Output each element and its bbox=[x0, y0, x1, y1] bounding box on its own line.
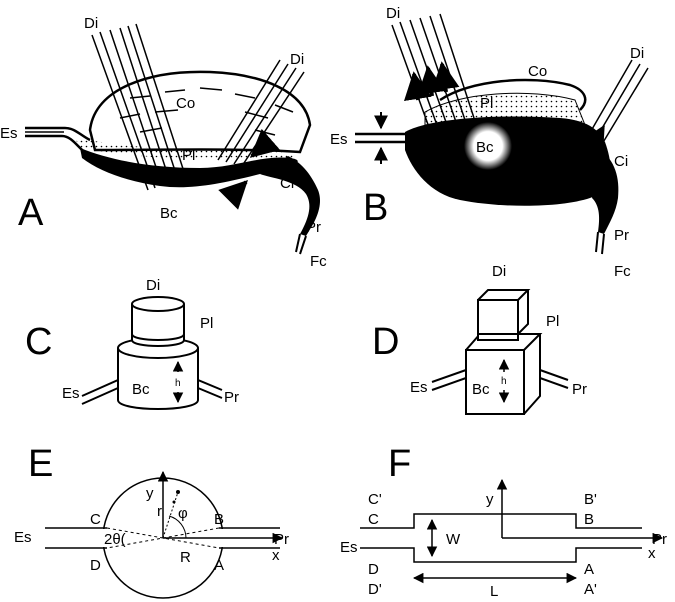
label-B-f: B bbox=[584, 511, 594, 528]
label-B-prime-f: B' bbox=[584, 491, 597, 508]
panel-a-letter: A bbox=[18, 192, 44, 234]
arrow-a-1 bbox=[249, 128, 281, 158]
di-cylinder-c bbox=[131, 304, 185, 341]
channel-e-right bbox=[219, 527, 280, 549]
label-pr-e: Pr bbox=[274, 531, 289, 548]
channel-e-left bbox=[45, 527, 107, 549]
panel-c: C Di Pl Es Bc Pr h bbox=[25, 277, 239, 410]
label-fc-a: Fc bbox=[310, 253, 327, 270]
r-vector-e bbox=[162, 491, 179, 539]
label-phi-e: φ bbox=[178, 505, 188, 522]
label-C-e: C bbox=[90, 511, 101, 528]
bc-glow-b bbox=[464, 122, 512, 170]
panel-f: F Es Pr x y W L C' C D D' B' B A A' bbox=[340, 443, 667, 600]
label-bc-c: Bc bbox=[132, 381, 150, 398]
phi-arc-e bbox=[168, 515, 187, 539]
panel-e: E Es Pr x y r φ 2θ( R A B C D bbox=[14, 443, 289, 599]
ci-duct-b bbox=[592, 150, 619, 234]
label-pr-d: Pr bbox=[572, 381, 587, 398]
label-ci-b: Ci bbox=[614, 153, 628, 170]
label-pr-a: Pr bbox=[306, 219, 321, 236]
label-L-f: L bbox=[490, 583, 498, 600]
label-pl-c: Pl bbox=[200, 315, 213, 332]
label-h-c: h bbox=[175, 378, 181, 389]
label-di-b-1: Di bbox=[386, 5, 400, 22]
label-D-prime-f: D' bbox=[368, 581, 382, 598]
label-pl-b: Pl bbox=[480, 95, 493, 112]
panel-b-letter: B bbox=[363, 187, 388, 229]
label-es-e: Es bbox=[14, 529, 32, 546]
label-es-b: Es bbox=[330, 131, 348, 148]
label-y-f: y bbox=[486, 491, 494, 508]
arrow-b-up-1 bbox=[403, 71, 432, 102]
arrow-a-2 bbox=[218, 180, 248, 210]
label-B-e: B bbox=[214, 511, 224, 528]
label-x-f: x bbox=[648, 545, 656, 562]
label-es-d: Es bbox=[410, 379, 428, 396]
label-pl-a: Pl bbox=[182, 147, 195, 164]
label-A-f: A bbox=[584, 561, 594, 578]
label-pr-c: Pr bbox=[224, 389, 239, 406]
label-r-e: r bbox=[157, 503, 162, 520]
label-C-prime-f: C' bbox=[368, 491, 382, 508]
label-co-b: Co bbox=[528, 63, 547, 80]
label-W-f: W bbox=[446, 531, 461, 548]
arrow-b-up-3 bbox=[431, 61, 460, 93]
es-tube-b bbox=[355, 132, 405, 144]
label-D-e: D bbox=[90, 557, 101, 574]
label-di-d: Di bbox=[492, 263, 506, 280]
label-di-a-1: Di bbox=[84, 15, 98, 32]
label-bc-b: Bc bbox=[476, 139, 494, 156]
label-es-c: Es bbox=[62, 385, 80, 402]
label-bc-a: Bc bbox=[160, 205, 178, 222]
bc-band-a bbox=[80, 148, 298, 188]
label-bc-d: Bc bbox=[472, 381, 490, 398]
label-pr-f: Pr bbox=[652, 531, 667, 548]
es-tube-c bbox=[81, 379, 119, 405]
arrow-b-up-2 bbox=[417, 65, 446, 97]
panel-c-letter: C bbox=[25, 321, 52, 363]
label-h-d: h bbox=[501, 376, 507, 387]
es-tube-d bbox=[431, 369, 467, 391]
label-C-f: C bbox=[368, 511, 379, 528]
channel-f-outline bbox=[360, 513, 642, 563]
label-two-theta-e: 2θ( bbox=[104, 531, 126, 548]
label-ci-a: Ci bbox=[280, 175, 294, 192]
label-pl-d: Pl bbox=[546, 313, 559, 330]
label-di-b-2: Di bbox=[630, 45, 644, 62]
panel-a: A Es Di Di Co Pl Ci Bc Pr Fc bbox=[0, 15, 327, 270]
label-y-e: y bbox=[146, 485, 154, 502]
ci-duct-a bbox=[260, 156, 320, 236]
panel-d-letter: D bbox=[372, 321, 399, 363]
label-es-a: Es bbox=[0, 125, 18, 142]
panel-d: D Di Pl Es Bc Pr h bbox=[372, 263, 587, 415]
label-A-e: A bbox=[214, 557, 224, 574]
label-es-f: Es bbox=[340, 539, 358, 556]
di-cube-d bbox=[477, 289, 531, 335]
pr-tube-d bbox=[539, 369, 569, 389]
label-di-a-2: Di bbox=[290, 51, 304, 68]
pr-tube-c bbox=[197, 379, 223, 399]
panel-f-letter: F bbox=[388, 443, 411, 485]
arrow-b-right bbox=[591, 124, 605, 141]
label-di-c: Di bbox=[146, 277, 160, 294]
label-x-e: x bbox=[272, 547, 280, 564]
bc-mass-b bbox=[405, 116, 611, 206]
bc-cube-d bbox=[465, 333, 543, 415]
label-D-f: D bbox=[368, 561, 379, 578]
panel-b: B Es Di Di Co Pl Bc Ci Pr Fc bbox=[330, 5, 649, 280]
label-fc-b: Fc bbox=[614, 263, 631, 280]
label-co-a: Co bbox=[176, 95, 195, 112]
label-R-e: R bbox=[180, 549, 191, 566]
panel-e-letter: E bbox=[28, 443, 53, 485]
label-A-prime-f: A' bbox=[584, 581, 597, 598]
di-beam-a-left bbox=[91, 23, 187, 191]
label-pr-b: Pr bbox=[614, 227, 629, 244]
pl-zone-a bbox=[75, 138, 300, 161]
